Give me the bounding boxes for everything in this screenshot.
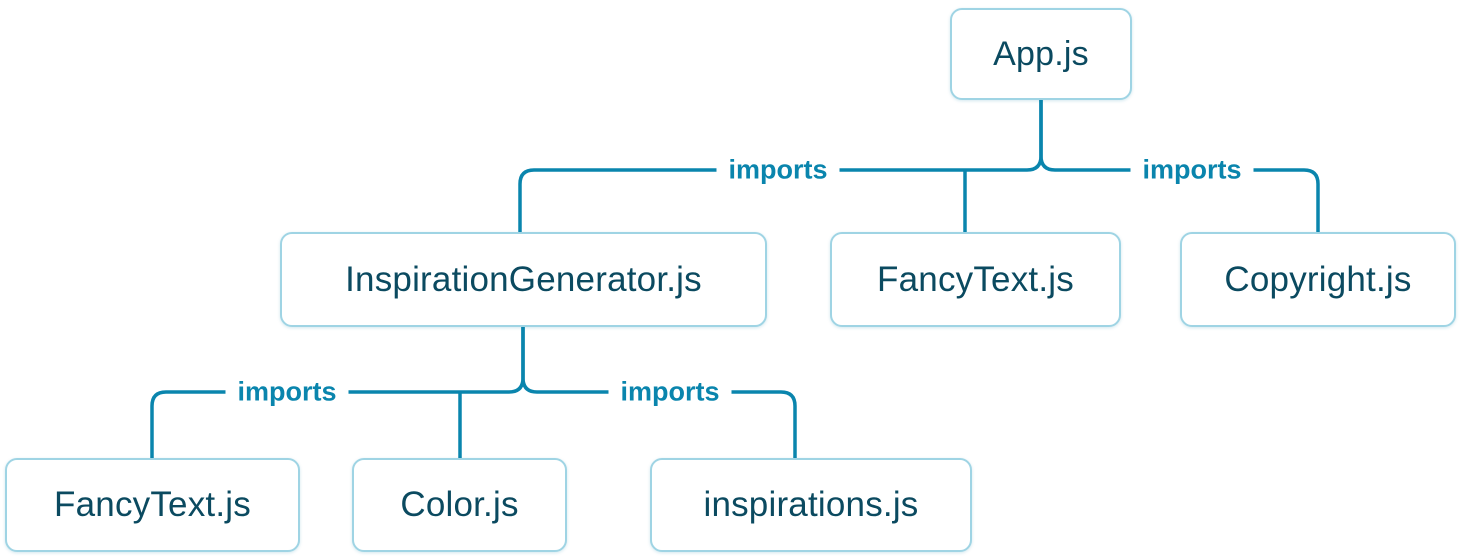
node-label: FancyText.js [54, 485, 251, 524]
node-label: Copyright.js [1224, 259, 1412, 299]
node-inspirationgenerator-js: InspirationGenerator.js [280, 232, 767, 327]
imports-label: imports [716, 154, 840, 186]
node-copyright-js: Copyright.js [1180, 232, 1456, 327]
node-label: Color.js [400, 485, 519, 524]
imports-label: imports [608, 376, 732, 408]
imports-label: imports [225, 376, 349, 408]
node-label: InspirationGenerator.js [345, 259, 702, 299]
node-fancytext-js-top: FancyText.js [830, 232, 1121, 327]
imports-label: imports [1130, 154, 1254, 186]
node-label: FancyText.js [877, 259, 1074, 299]
node-fancytext-js-bottom: FancyText.js [5, 458, 300, 552]
node-app-js: App.js [950, 8, 1132, 100]
node-label: App.js [993, 34, 1089, 73]
node-color-js: Color.js [352, 458, 567, 552]
node-inspirations-js: inspirations.js [650, 458, 972, 552]
node-label: inspirations.js [703, 485, 919, 524]
